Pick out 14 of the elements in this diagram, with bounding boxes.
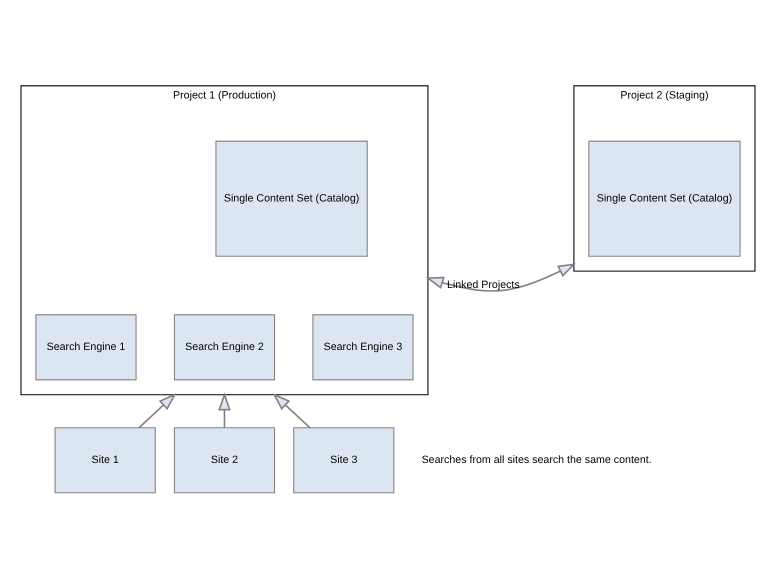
- node-box: Search Engine 2: [174, 314, 276, 380]
- node-box: Single Content Set (Catalog): [588, 140, 741, 256]
- arrow: [272, 392, 310, 428]
- edge-label: Linked Projects: [446, 278, 520, 291]
- arrow: [218, 392, 231, 428]
- node-box: Site 3: [293, 426, 394, 493]
- arrow: [138, 392, 176, 428]
- node-box: Site 1: [54, 426, 156, 493]
- node-box: Search Engine 1: [35, 314, 137, 380]
- node-box: Single Content Set (Catalog): [215, 140, 368, 256]
- node-box: Site 2: [174, 426, 276, 493]
- node-box: Search Engine 3: [312, 314, 414, 380]
- arrow: [426, 262, 576, 292]
- label: Searches from all sites search the same content.: [422, 453, 652, 466]
